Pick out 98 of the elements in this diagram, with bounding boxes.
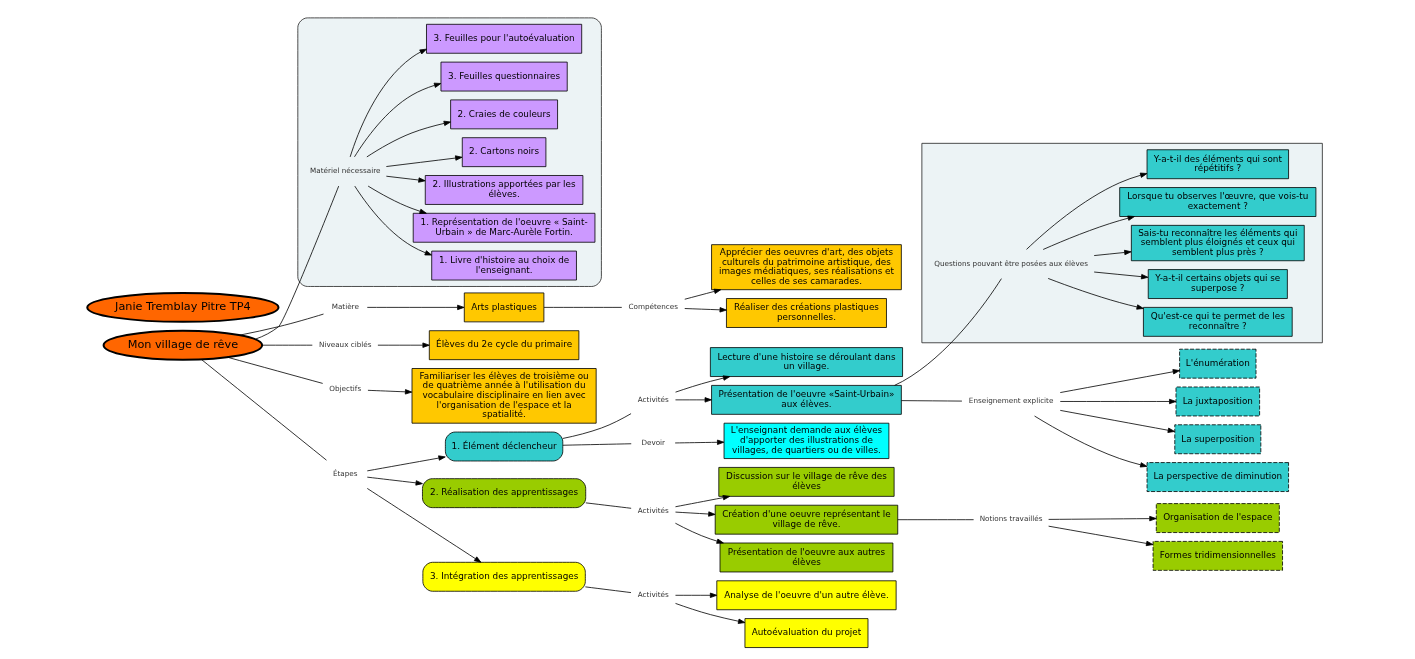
arrow [385,155,462,167]
arrow [683,288,721,300]
node-text: Compétences [628,302,678,312]
node-box: Création d'une oeuvre représentant le village de rêve. [714,504,898,535]
node-ellipse: Janie Tremblay Pitre TP4 [85,291,279,323]
arrow [674,522,724,544]
cluster [920,142,1323,344]
node-box: Présentation de l'oeuvre aux autres élèves [719,542,893,573]
connector [893,278,1002,386]
node-box: L'énumération [1178,348,1256,379]
node-box: La superposition [1173,424,1261,455]
arrow [366,455,446,472]
connector [239,313,324,336]
node-box: La juxtaposition [1175,386,1260,417]
arrow [1059,398,1176,405]
node-box: Élèves du 2e cycle du primaire [428,330,579,361]
node-text: Activités [637,505,669,515]
node-box: 2. Craies de couleurs [449,99,558,130]
arrow [366,304,464,311]
node-box: 2. Illustrations apportées par les élèves. [424,175,583,205]
node-text: Activités [637,394,669,404]
arrow [367,389,412,395]
arrow [674,603,745,624]
node-box: L'enseignant demande aux élèves d'apporter des illustrations de villages, de quartiers ou de villes. [723,422,889,459]
node-box: Présentation de l'oeuvre «Saint-Urbain» aux élèves. [710,385,902,415]
node-box: 3. Intégration des apprentissages [421,561,586,592]
arrow [1047,525,1153,547]
arrow [1042,215,1135,250]
node-box: Réaliser des créations plastiques personnelles. [725,298,887,328]
node-ellipse: Mon village de rêve [102,329,263,361]
arrow [366,488,481,563]
node-box: Sais-tu reconnaître les éléments qui semblent plus éloignés et ceux qui semblent plus près ? [1130,224,1305,262]
arrow [349,48,427,158]
node-box: 3. Feuilles pour l'autoévaluation [425,23,582,54]
arrow [674,397,712,403]
node-box: Analyse de l'oeuvre d'un autre élève. [715,580,897,611]
arrow [377,342,430,348]
connector [254,185,339,340]
connector [900,400,962,402]
node-text: Étapes [332,469,358,479]
node-box: Lecture d'une histoire se déroulant dans un village. [709,347,903,377]
arrow [353,82,441,158]
node-text: Questions pouvant être posées aux élèves [933,258,1088,268]
arrow [365,120,451,158]
arrow [1047,278,1144,310]
connector [584,502,632,509]
arrow [385,175,426,183]
node-box: 1. Livre d'histoire au choix de l'enseignant. [430,250,577,281]
arrow [1033,415,1147,468]
arrow [1047,515,1157,522]
node-box: 1. Représentation de l'oeuvre « Saint-Urbain » de Marc-Aurèle Fortin. [412,212,595,243]
arrow [367,185,427,214]
node-text: Niveaux ciblés [318,339,371,349]
node-box: Discussion sur le village de rêve des élèves [717,467,894,497]
node-text: Devoir [640,438,665,448]
arrow [674,375,730,393]
cluster [296,17,602,287]
node-box: Autoévaluation du projet [744,618,868,648]
node-box: Lorsque tu observes l'œuvre, que vois-tu exactement ? [1118,187,1316,217]
node-text: Enseignement explicite [968,396,1053,406]
node-box: 3. Feuilles questionnaires [440,61,568,92]
node-box: Arts plastiques [463,292,544,323]
connector [543,307,622,308]
node-box: 2. Cartons noirs [461,137,546,168]
arrow [674,511,715,517]
node-box: Organisation de l'espace [1155,503,1280,533]
arrow [1025,172,1147,250]
node-box: Apprécier des oeuvres d'art, des objets culturels du patrimoine artistique, des images médiatiques, ses réalisations et celles de ses camarades. [710,244,902,291]
connector [896,519,974,521]
connector [261,344,313,346]
arrow [683,307,727,313]
node-text: Objectifs [328,384,361,394]
arrow [353,185,432,256]
arrow [674,495,730,508]
node-text: Activités [637,590,669,600]
arrow [674,439,724,445]
node-text: Notions travaillés [979,514,1043,524]
node-box: La perspective de diminution [1146,462,1289,492]
node-box: 2. Réalisation des apprentissages [421,478,586,509]
node-box: Qu'est-ce qui te permet de les reconnaître ? [1142,307,1293,337]
connector [584,586,631,593]
node-text: Matière [331,302,359,312]
arrow [1059,410,1175,433]
connector [200,358,327,461]
connector [226,356,323,384]
node-box: Y-a-t-il des éléments qui sont répétitifs ? [1146,149,1289,180]
node-box: 1. Élément déclencheur [444,431,563,462]
arrow [674,592,717,598]
node-box: Y-a-t-il certains objets qui se superpose ? [1147,269,1288,299]
arrow [1093,271,1148,280]
connector [561,413,631,439]
node-text: Matériel nécessaire [309,166,380,176]
node-box: Familiariser les élèves de troisième ou de quatrième année à l'utilisation du vocabulaire disciplinaire en lien avec l'organisation de l'espace et la spatialité. [411,368,597,424]
arrow [366,476,423,486]
connector [562,443,632,446]
node-box: Formes tridimensionnelles [1152,541,1283,571]
arrow [1093,249,1131,256]
arrow [1059,369,1180,393]
